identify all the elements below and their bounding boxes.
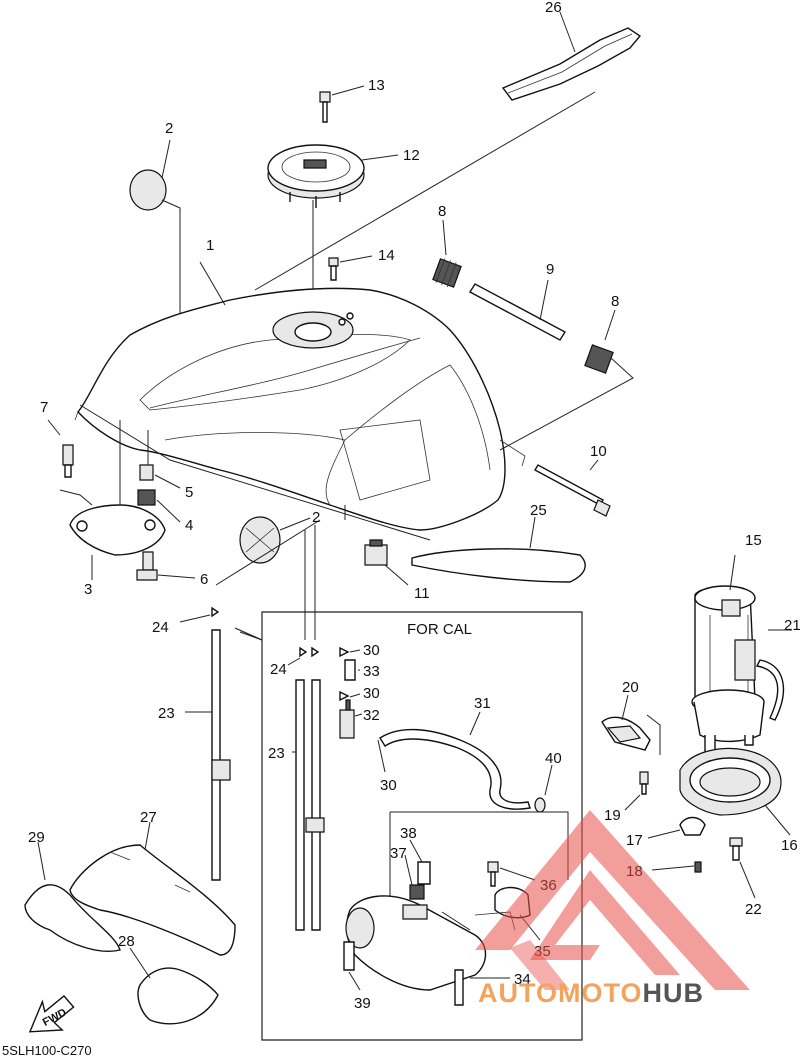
callout-21: 21 — [784, 617, 800, 634]
callout-12: 12 — [403, 147, 420, 164]
callout-28: 28 — [118, 933, 135, 950]
for-cal-inset — [234, 611, 583, 1041]
callout-19: 19 — [604, 807, 621, 824]
callout-20: 20 — [622, 679, 639, 696]
callout-3: 3 — [84, 581, 92, 598]
callout-8-left: 8 — [438, 203, 446, 220]
part-30-33-clips — [339, 646, 363, 739]
callout-9: 9 — [546, 261, 554, 278]
watermark-brand-a: AUTOMOTO — [478, 978, 643, 1008]
fwd-arrow: FWD — [28, 995, 75, 1033]
callout-24-inset: 24 — [270, 661, 287, 678]
part-8-9-grommet-pipe — [432, 219, 616, 374]
callout-24-left: 24 — [152, 619, 169, 636]
callout-33: 33 — [363, 663, 380, 680]
part-27-29-covers — [24, 821, 236, 1025]
part-14-bolt — [328, 255, 373, 281]
part-20-bracket — [601, 694, 661, 755]
part-34-canister — [345, 895, 510, 1006]
callout-35: 35 — [534, 943, 551, 960]
part-13-bolt — [319, 85, 365, 123]
callout-16: 16 — [781, 837, 798, 854]
part-11-connector — [364, 539, 409, 586]
inset-title: FOR CAL — [407, 621, 472, 638]
part-3-7-mount — [47, 419, 196, 581]
callout-8-right: 8 — [611, 293, 619, 310]
part-26-strip — [501, 11, 642, 101]
callout-23-left: 23 — [158, 705, 175, 722]
part-16-ring — [679, 747, 791, 836]
callout-30-c: 30 — [380, 777, 397, 794]
callout-39: 39 — [354, 995, 371, 1012]
callout-11: 11 — [414, 585, 430, 602]
callout-26: 26 — [545, 0, 562, 16]
callout-30-b: 30 — [363, 685, 380, 702]
part-1-fuel-tank — [74, 261, 526, 531]
part-39-spacer — [343, 941, 361, 991]
callout-10: 10 — [590, 443, 607, 460]
callout-29: 29 — [28, 829, 45, 846]
part-15-21-fuel-pump — [691, 554, 792, 754]
part-37-38-fitting — [404, 839, 431, 900]
part-2-damper-top — [129, 139, 181, 315]
part-23-inset-hoses — [287, 646, 325, 931]
part-31-hose — [377, 711, 553, 813]
callout-15: 15 — [745, 532, 762, 549]
part-23-24-left-hose — [179, 519, 321, 881]
diagram-code: 5SLH100-C270 — [2, 1043, 92, 1058]
callout-18: 18 — [626, 863, 643, 880]
callout-17: 17 — [626, 832, 643, 849]
callout-23-inset: 23 — [268, 745, 285, 762]
callout-7: 7 — [40, 399, 48, 416]
callout-27: 27 — [140, 809, 157, 826]
part-2-damper-lower — [239, 516, 311, 564]
callout-25: 25 — [530, 502, 547, 519]
callout-38: 38 — [400, 825, 417, 842]
callout-4: 4 — [185, 517, 193, 534]
watermark-brand: AUTOMOTOHUB — [478, 978, 704, 1009]
callout-30-a: 30 — [363, 642, 380, 659]
callout-31: 31 — [474, 695, 491, 712]
callout-40: 40 — [545, 750, 562, 767]
watermark-brand-b: HUB — [642, 978, 705, 1008]
part-12-fuel-cap — [267, 144, 399, 318]
callout-22: 22 — [745, 901, 762, 918]
callout-14: 14 — [378, 247, 395, 264]
callout-6: 6 — [200, 571, 208, 588]
callout-5: 5 — [185, 484, 193, 501]
part-10-bolt — [534, 459, 611, 517]
callout-2-lower: 2 — [312, 509, 320, 526]
callout-37: 37 — [390, 845, 407, 862]
callout-1: 1 — [206, 237, 214, 254]
part-25-cover — [411, 516, 586, 583]
callout-13: 13 — [368, 77, 385, 94]
callout-2-top: 2 — [165, 120, 173, 137]
callout-36: 36 — [540, 877, 557, 894]
callout-32: 32 — [363, 707, 380, 724]
